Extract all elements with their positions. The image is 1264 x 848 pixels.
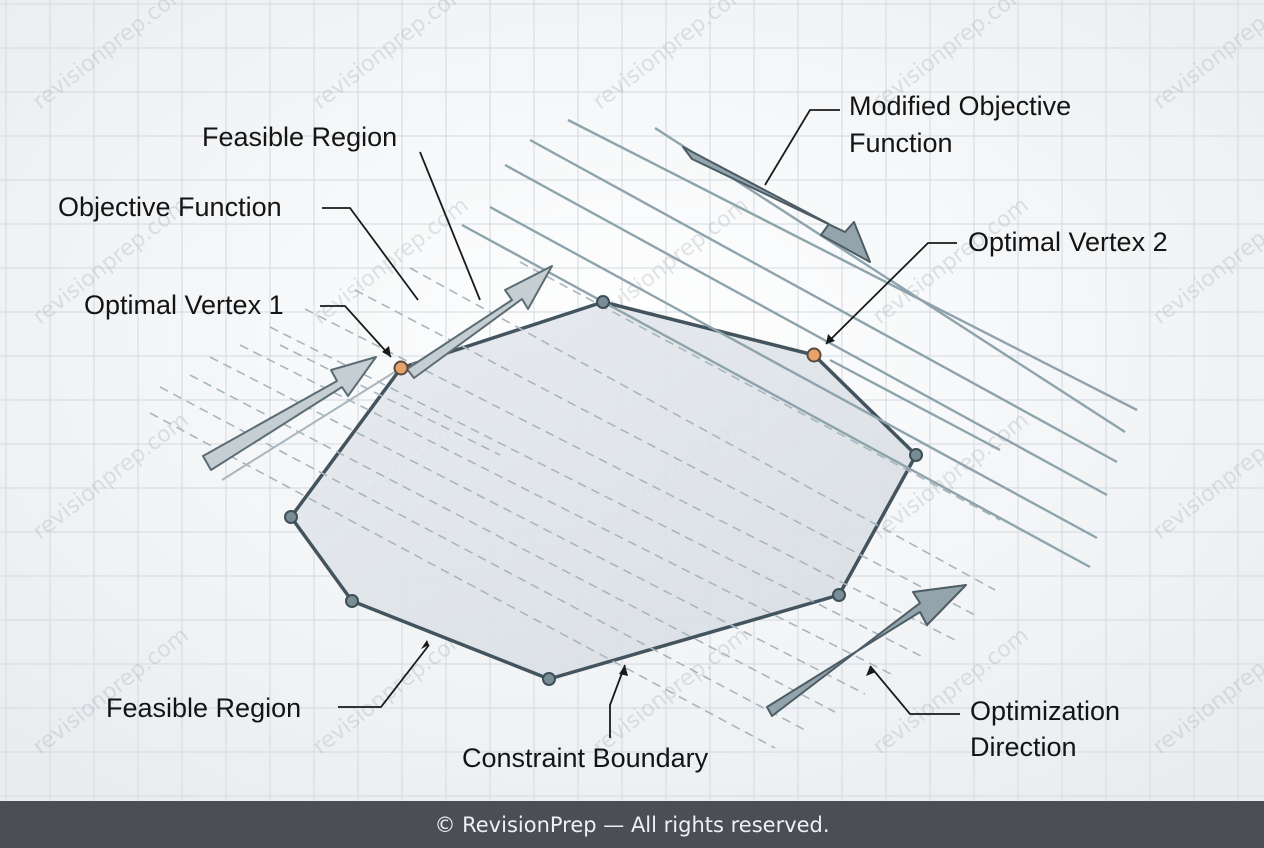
leader-optimal-vertex-2: [825, 242, 957, 345]
optimal-vertex-1-dot: [393, 360, 409, 376]
label-feasible-region-top: Feasible Region: [202, 122, 397, 152]
arrowhead: [619, 665, 628, 676]
leader-feasible-region-top: [419, 151, 481, 301]
vertex-dot: [909, 448, 923, 462]
arrowhead: [826, 334, 835, 344]
copyright-text: © RevisionPrep — All rights reserved.: [434, 812, 830, 837]
leader-arrowheads: [382, 334, 876, 676]
arrow-objective-in: [202, 356, 377, 471]
label-optimal-vertex-2: Optimal Vertex 2: [968, 227, 1168, 257]
arrow-modified-objective: [682, 146, 871, 263]
leader-optimization-direction: [869, 665, 960, 715]
label-constraint-boundary: Constraint Boundary: [462, 743, 709, 773]
arrowhead: [866, 666, 876, 676]
polygon-vertices: [284, 295, 923, 686]
leader-optimal-vertex-1: [320, 305, 392, 358]
leader-modified-objective: [764, 109, 840, 186]
label-optimization-direction-line1: Optimization: [970, 696, 1120, 726]
vertex-dot: [542, 672, 556, 686]
vertex-dot: [832, 588, 846, 602]
leader-constraint-boundary: [609, 664, 626, 738]
copyright-footer: © RevisionPrep — All rights reserved.: [0, 801, 1264, 848]
vertex-dot: [345, 594, 359, 608]
label-objective-function: Objective Function: [58, 192, 282, 222]
arrowhead: [382, 346, 391, 357]
objective-direction-line: [221, 367, 402, 481]
label-feasible-region-bottom: Feasible Region: [106, 693, 301, 723]
arrowhead: [421, 640, 429, 649]
vertex-dot: [596, 295, 610, 309]
label-optimal-vertex-1: Optimal Vertex 1: [84, 290, 284, 320]
label-modified-objective-line1: Modified Objective: [849, 91, 1071, 121]
vertex-dot: [284, 510, 298, 524]
optimal-vertex-2-dot: [806, 347, 822, 363]
arrow-optimization-direction: [766, 584, 967, 717]
label-modified-objective-line2: Function: [849, 128, 953, 158]
leader-lines: [320, 109, 960, 738]
label-optimization-direction-line2: Direction: [970, 732, 1077, 762]
leader-feasible-region-bottom: [338, 644, 430, 708]
arrow-objective-out: [406, 265, 553, 379]
leader-objective-function: [322, 207, 419, 301]
